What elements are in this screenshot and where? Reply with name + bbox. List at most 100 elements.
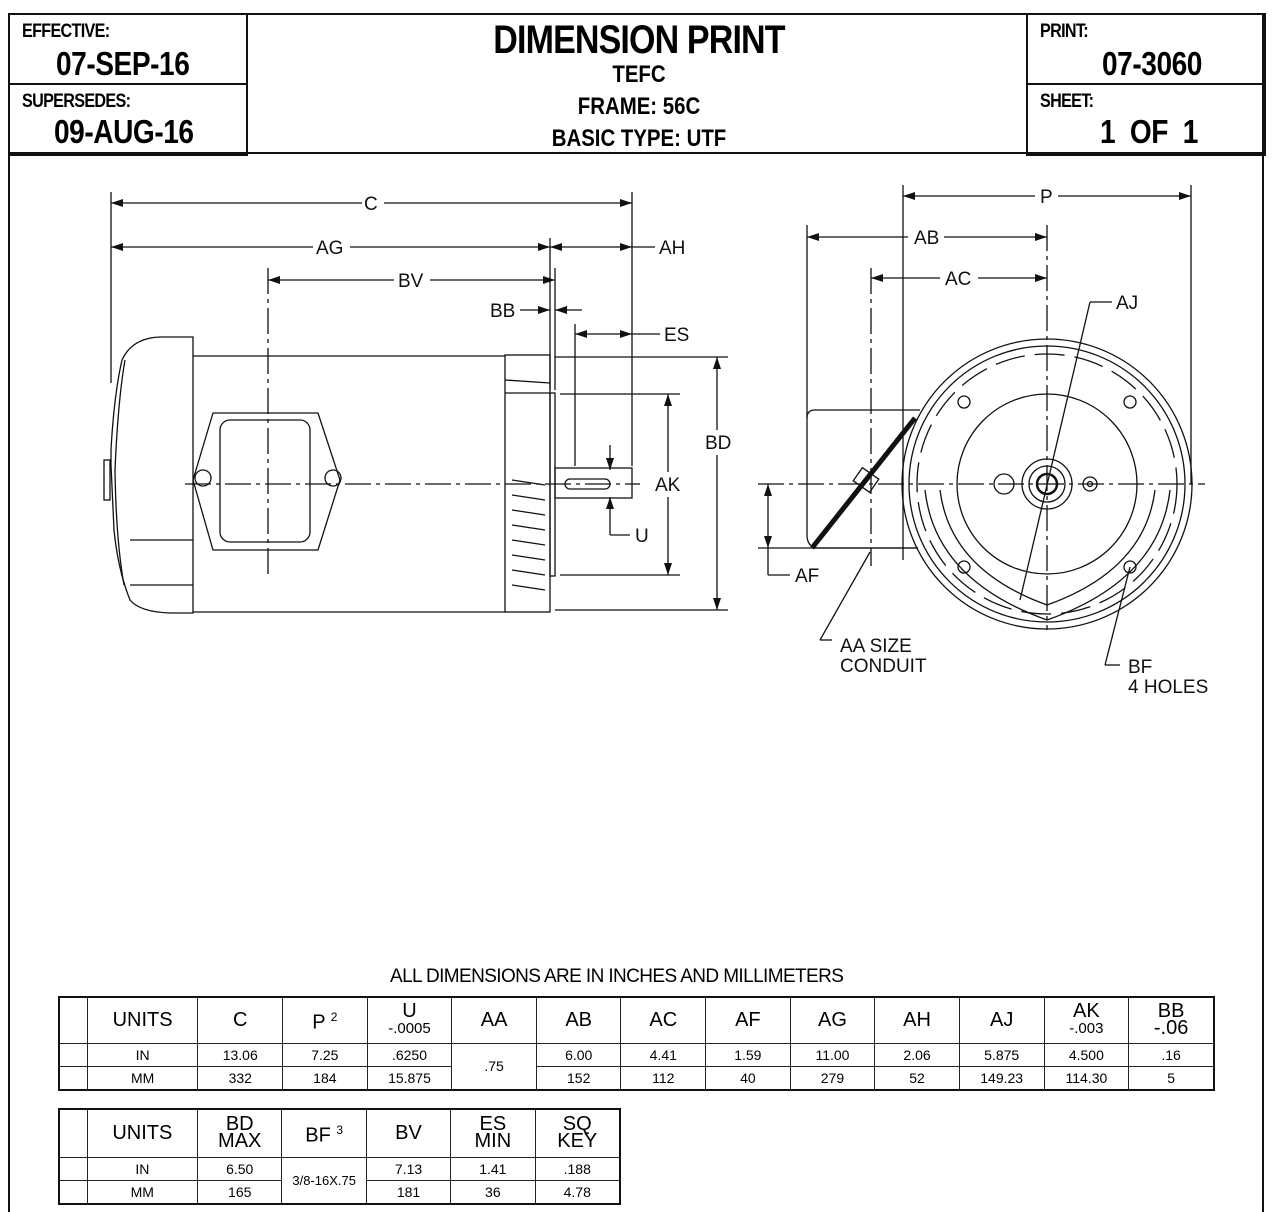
cell-sq-key: 4.78 bbox=[534, 1179, 621, 1204]
cell-ac: 112 bbox=[620, 1065, 707, 1090]
end-view bbox=[758, 185, 1205, 666]
dim-label-af: AF bbox=[795, 566, 819, 587]
dim-label-u: U bbox=[635, 526, 649, 547]
sheet-label: SHEET: bbox=[1040, 91, 1094, 112]
cell-sq-key: .188 bbox=[534, 1156, 621, 1181]
effective-label: EFFECTIVE: bbox=[22, 21, 110, 42]
row-marker-cell bbox=[58, 1065, 88, 1090]
cell-c: 13.06 bbox=[197, 1042, 284, 1067]
title-separator bbox=[8, 152, 1264, 157]
dim-label-ak: AK bbox=[655, 475, 681, 496]
cell-ak: 4.500 bbox=[1043, 1042, 1130, 1067]
cell-aa: .75 bbox=[451, 1042, 537, 1090]
header-ac: AC bbox=[620, 996, 707, 1044]
row-marker-cell bbox=[58, 1179, 88, 1204]
dim-label-ab: AB bbox=[914, 228, 939, 249]
dim-label-es: ES bbox=[664, 325, 689, 346]
cell-ah: 52 bbox=[874, 1065, 960, 1090]
cell-units: MM bbox=[86, 1179, 198, 1204]
units-caption: ALL DIMENSIONS ARE IN INCHES AND MILLIME… bbox=[390, 966, 844, 987]
header-aj: AJ bbox=[958, 996, 1045, 1044]
cell-p: 7.25 bbox=[282, 1042, 368, 1067]
cell-ab: 6.00 bbox=[535, 1042, 622, 1067]
table-row-in: IN 13.06 7.25 .6250 .75 6.00 4.41 1.59 1… bbox=[58, 1042, 1215, 1090]
dim-label-ag: AG bbox=[316, 238, 343, 259]
header-p: P 2 bbox=[282, 996, 368, 1044]
dim-label-c: C bbox=[364, 194, 378, 215]
row-marker-cell bbox=[58, 996, 88, 1044]
row-marker-cell bbox=[58, 1108, 88, 1158]
table-header-row: UNITS C P 2 U-.0005 AA AB AC AF AG AH AJ… bbox=[58, 996, 1215, 1044]
header-ah: AH bbox=[874, 996, 960, 1044]
dim-label-bf-holes: 4 HOLES bbox=[1128, 677, 1208, 698]
header-ak: AK-.003 bbox=[1043, 996, 1130, 1044]
print-label: PRINT: bbox=[1040, 21, 1089, 42]
basic-type: BASIC TYPE: UTF bbox=[551, 125, 727, 152]
cell-units: MM bbox=[86, 1065, 199, 1090]
cell-aj: 149.23 bbox=[958, 1065, 1045, 1090]
dim-label-bd: BD bbox=[705, 433, 731, 454]
cell-bf: 3/8-16X.75 bbox=[281, 1156, 367, 1204]
table-row-mm: MM 165 181 36 4.78 bbox=[58, 1179, 621, 1204]
cell-bv: 181 bbox=[365, 1179, 452, 1204]
cell-ag: 11.00 bbox=[789, 1042, 876, 1067]
cell-units: IN bbox=[86, 1042, 199, 1067]
title-block: EFFECTIVE: 07-SEP-16 SUPERSEDES: 09-AUG-… bbox=[8, 13, 1266, 156]
effective-value: 07-SEP-16 bbox=[56, 45, 190, 82]
cell-ah: 2.06 bbox=[874, 1042, 960, 1067]
header-ag: AG bbox=[789, 996, 876, 1044]
header-ab: AB bbox=[535, 996, 622, 1044]
header-af: AF bbox=[705, 996, 791, 1044]
dim-label-conduit: CONDUIT bbox=[840, 656, 927, 677]
supersedes-label: SUPERSEDES: bbox=[22, 91, 131, 112]
title-center: DIMENSION PRINT TEFC FRAME: 56C BASIC TY… bbox=[250, 15, 1028, 152]
row-marker-cell bbox=[58, 1042, 88, 1067]
cell-bb: .16 bbox=[1128, 1042, 1215, 1067]
cell-bb: 5 bbox=[1128, 1065, 1215, 1090]
cell-es: 1.41 bbox=[450, 1156, 536, 1181]
cell-c: 332 bbox=[197, 1065, 284, 1090]
table-row-in: IN 6.50 3/8-16X.75 7.13 1.41 .188 bbox=[58, 1156, 621, 1204]
cell-ab: 152 bbox=[535, 1065, 622, 1090]
supersedes-value: 09-AUG-16 bbox=[54, 113, 194, 150]
print-value: 07-3060 bbox=[1102, 45, 1202, 82]
table-row-mm: MM 332 184 15.875 152 112 40 279 52 149.… bbox=[58, 1065, 1215, 1090]
header-bb: BB-.06 bbox=[1128, 996, 1215, 1044]
dim-label-aa-size: AA SIZE bbox=[840, 636, 912, 657]
enclosure-type: TEFC bbox=[612, 61, 666, 88]
frame-size: FRAME: 56C bbox=[577, 93, 701, 120]
cell-ag: 279 bbox=[789, 1065, 876, 1090]
cell-bd: 6.50 bbox=[196, 1156, 283, 1181]
cell-af: 1.59 bbox=[705, 1042, 791, 1067]
cell-es: 36 bbox=[450, 1179, 536, 1204]
supersedes-cell: SUPERSEDES: 09-AUG-16 bbox=[8, 83, 248, 156]
dim-label-ah: AH bbox=[659, 238, 685, 259]
cell-ac: 4.41 bbox=[620, 1042, 707, 1067]
cell-bv: 7.13 bbox=[365, 1156, 452, 1181]
header-u: U-.0005 bbox=[366, 996, 453, 1044]
sheet-cell: SHEET: 1 OF 1 bbox=[1026, 83, 1266, 156]
cell-ak: 114.30 bbox=[1043, 1065, 1130, 1090]
header-c: C bbox=[197, 996, 284, 1044]
header-aa: AA bbox=[451, 996, 537, 1044]
dim-label-p: P bbox=[1040, 187, 1053, 208]
header-bv: BV bbox=[365, 1108, 452, 1158]
cell-p: 184 bbox=[282, 1065, 368, 1090]
document-title: DIMENSION PRINT bbox=[493, 18, 785, 62]
header-units: UNITS bbox=[86, 996, 199, 1044]
dim-label-bv: BV bbox=[398, 271, 424, 292]
sheet-value: 1 OF 1 bbox=[1100, 113, 1198, 150]
cell-af: 40 bbox=[705, 1065, 791, 1090]
dim-label-ac: AC bbox=[945, 269, 971, 290]
header-bf: BF 3 bbox=[281, 1108, 367, 1158]
side-view bbox=[103, 192, 728, 614]
motor-drawings: C AG AH BV BB ES BD AK U P AB AC AJ AF A… bbox=[103, 185, 1208, 698]
dim-label-bf: BF bbox=[1128, 657, 1152, 678]
header-units: UNITS bbox=[86, 1108, 198, 1158]
row-marker-cell bbox=[58, 1156, 88, 1181]
